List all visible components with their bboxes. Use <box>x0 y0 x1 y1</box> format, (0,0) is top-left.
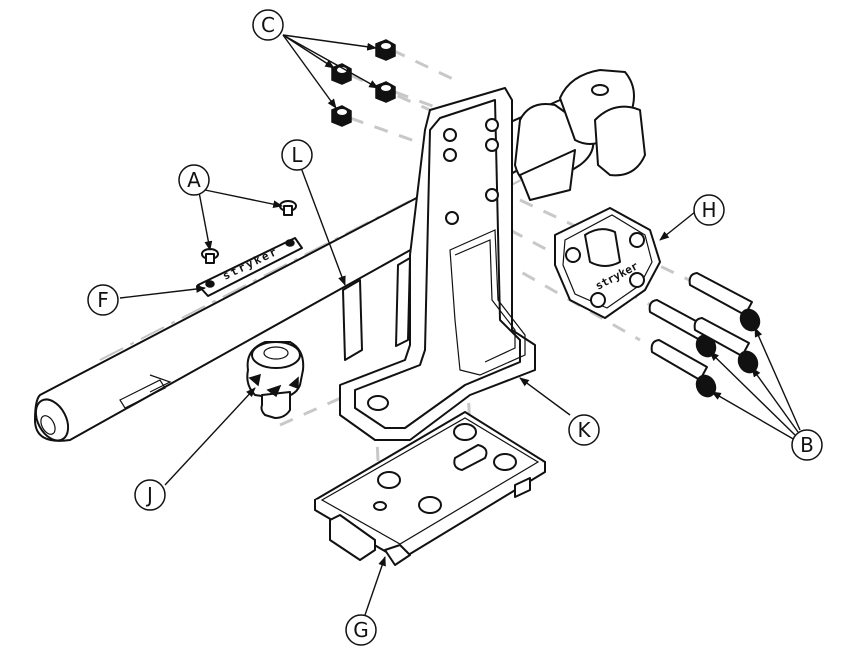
callout-j: J <box>134 479 166 511</box>
callout-j-label: J <box>145 483 153 507</box>
label-l <box>342 279 363 361</box>
callout-a: A <box>178 164 210 196</box>
tube-shaft <box>34 169 501 442</box>
callout-k: K <box>568 414 600 446</box>
bracket-k <box>339 87 536 441</box>
callout-l-label: L <box>291 143 303 167</box>
callout-h: H <box>693 194 725 226</box>
bolts-b <box>648 272 761 398</box>
swivel-head <box>469 69 646 201</box>
clamp-h: stryker <box>554 207 661 319</box>
callout-c: C <box>252 9 284 41</box>
callout-b: B <box>791 429 823 461</box>
leader-lines <box>119 34 801 616</box>
plate-g <box>314 411 546 566</box>
screws-a <box>201 200 297 264</box>
callout-h-label: H <box>701 198 716 222</box>
callout-f: F <box>87 284 119 316</box>
callout-g: G <box>345 614 377 646</box>
nuts-c <box>331 39 396 127</box>
callout-f-label: F <box>97 288 109 312</box>
callout-g-label: G <box>353 618 369 642</box>
callout-k-label: K <box>577 418 591 442</box>
callout-l: L <box>281 139 313 171</box>
callout-c-label: C <box>261 13 275 37</box>
callout-a-label: A <box>187 168 201 192</box>
knob-j <box>246 341 305 419</box>
callout-b-label: B <box>800 433 814 457</box>
